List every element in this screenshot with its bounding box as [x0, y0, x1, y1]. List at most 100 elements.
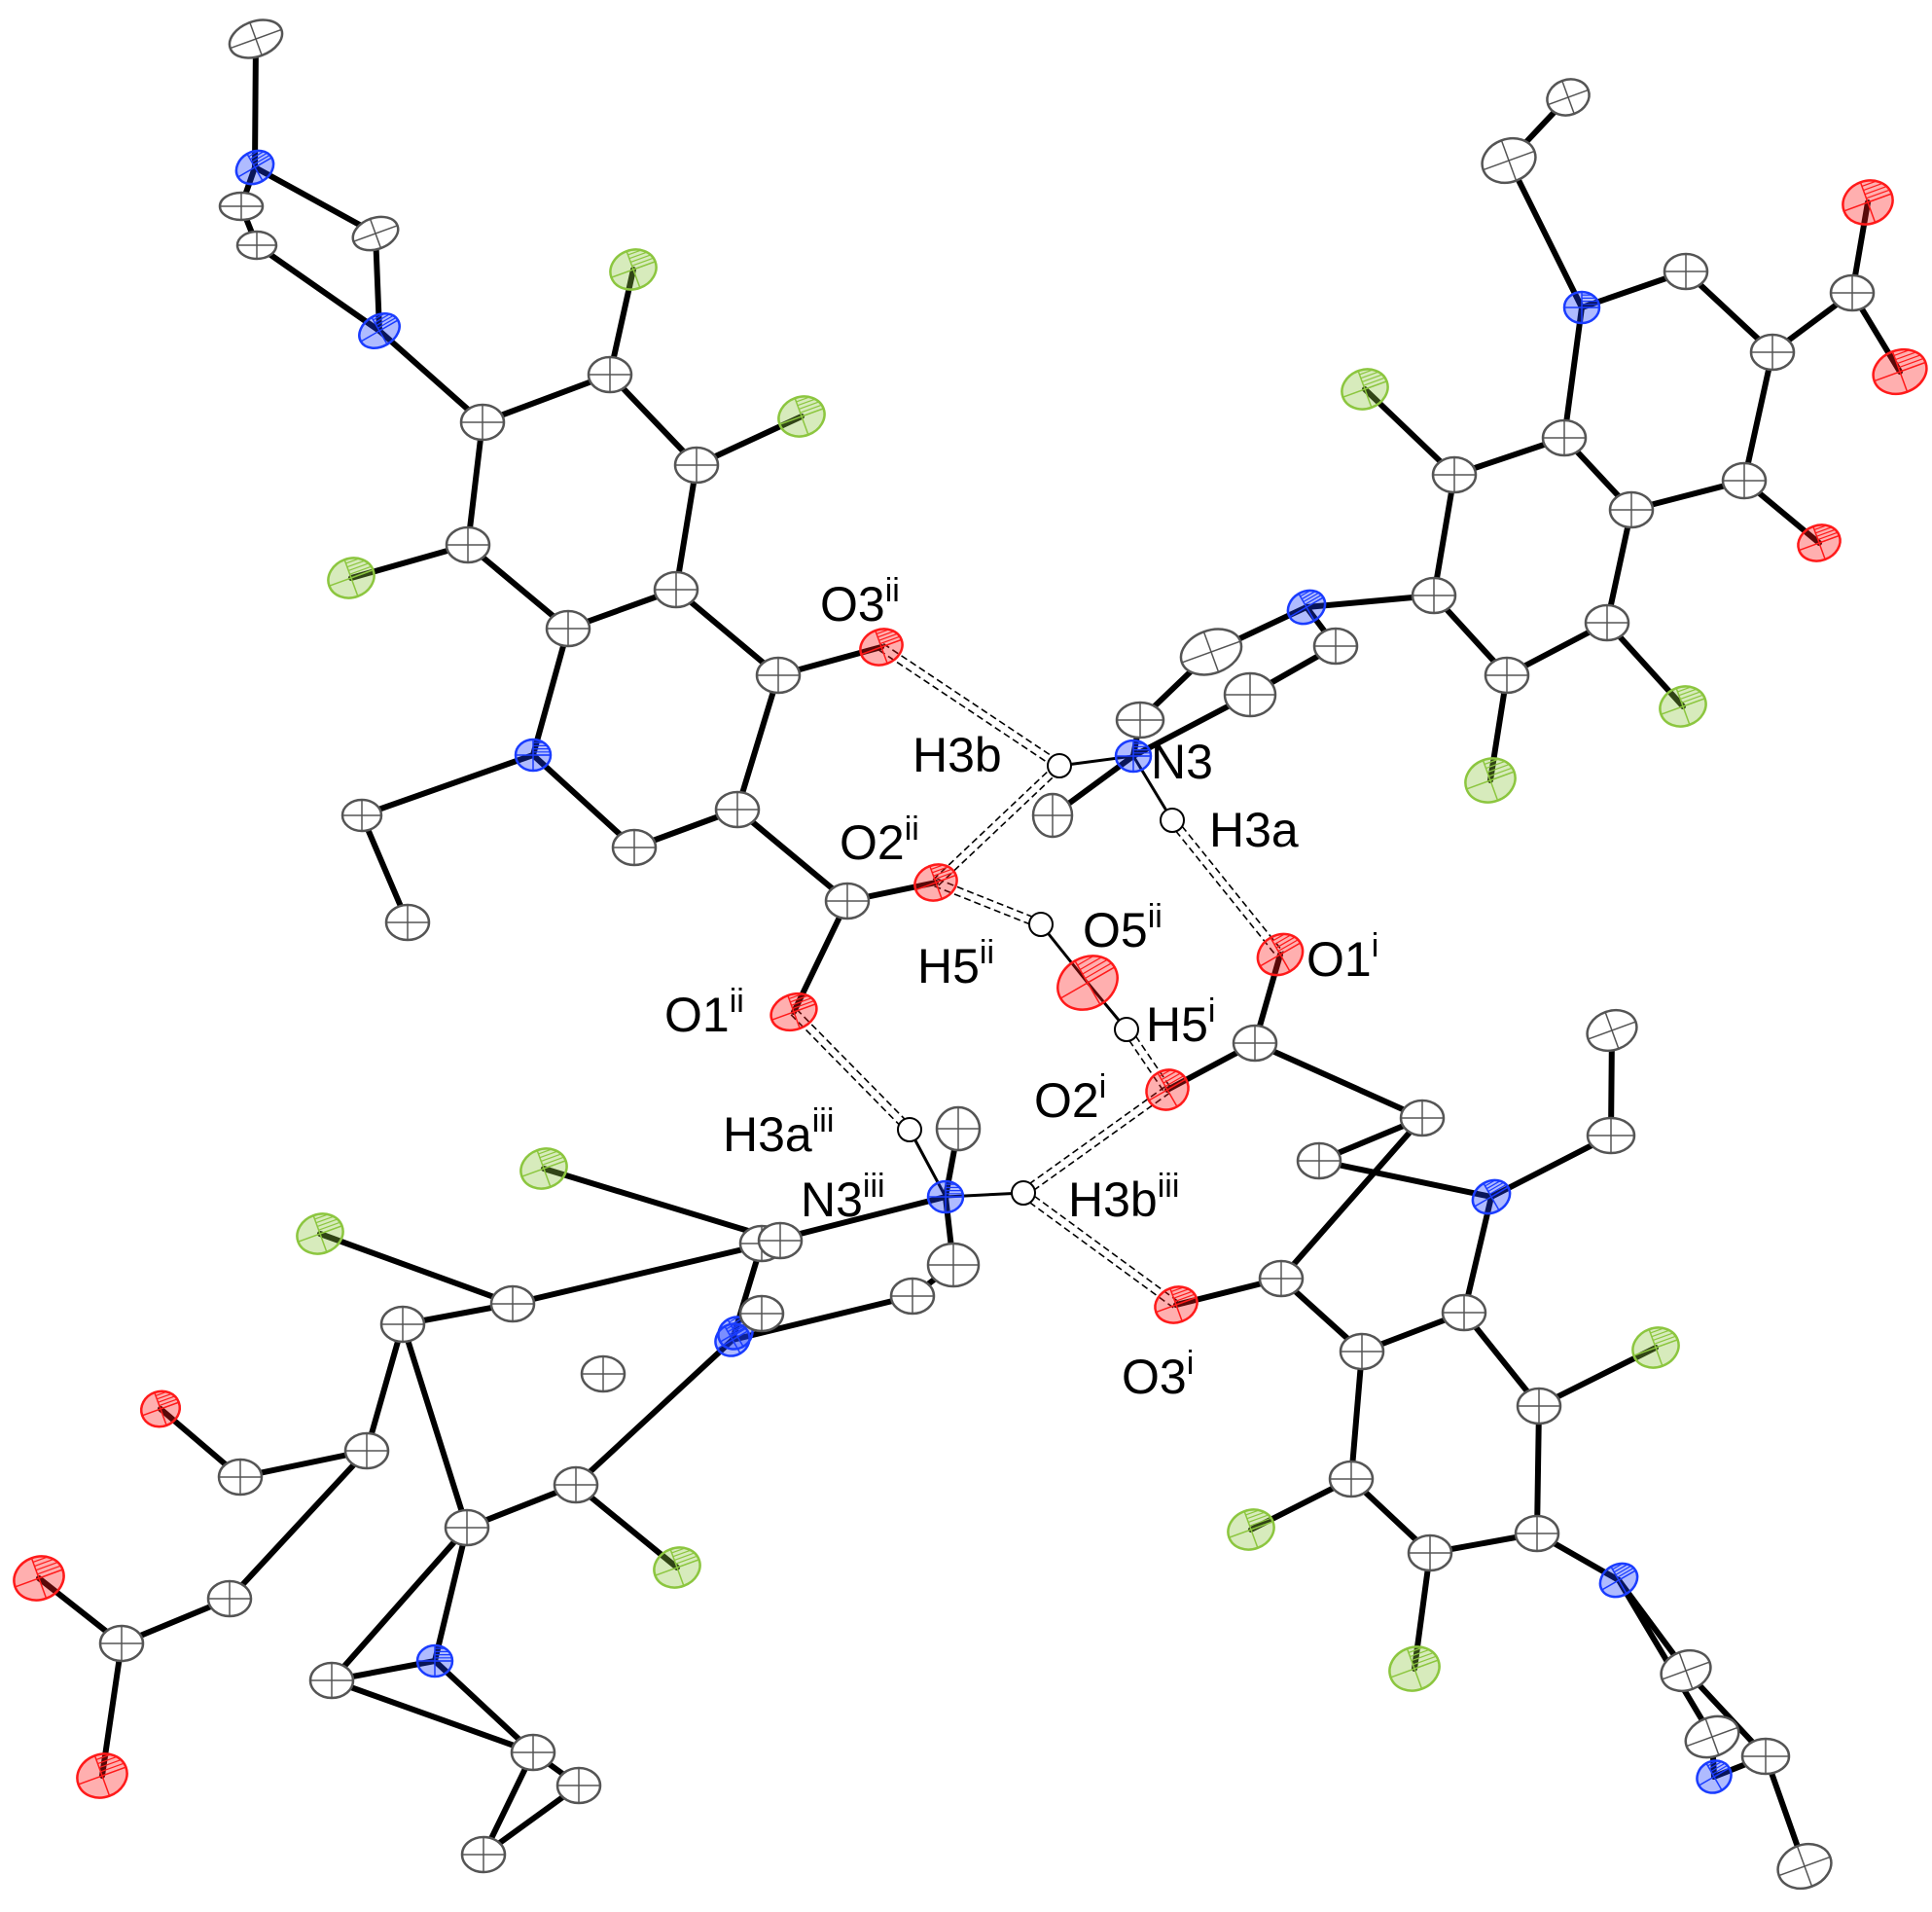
atom-c4: [1296, 1141, 1342, 1180]
label-h3b: H3b: [912, 728, 1002, 782]
bond-a14-a16: [673, 587, 781, 678]
bond-a10-a14: [673, 462, 699, 593]
atom-a9: [777, 395, 826, 438]
atom-b4: [1663, 252, 1709, 291]
bond-a19-a24: [734, 807, 850, 904]
atom-c18: [1328, 1460, 1375, 1498]
bond-d11-d17: [329, 1525, 470, 1683]
bond-b10-b12: [1741, 349, 1775, 484]
bond-a5-a6: [254, 242, 382, 334]
atom-a17: [545, 609, 591, 648]
atom-b18: [1179, 628, 1243, 676]
label-h3b-iii: H3biii: [1068, 1168, 1179, 1227]
atom-b7: [1872, 347, 1928, 396]
bond-b11-b16: [1431, 472, 1457, 598]
atom-c12: [738, 1294, 785, 1333]
atom-c6: [1586, 1116, 1636, 1155]
atom-a23: [913, 863, 958, 902]
bond-d10-d13: [573, 1482, 680, 1570]
label-h3a-iii: H3aiii: [723, 1102, 834, 1162]
atom-b19: [1223, 671, 1277, 718]
label-n3-iii: N3iii: [801, 1168, 885, 1227]
atom-c20: [1407, 1533, 1453, 1572]
label-h3a: H3a: [1209, 803, 1299, 857]
atom-h5i: [1114, 1017, 1139, 1042]
atom-d13: [653, 1546, 701, 1589]
hbond-a23-h3b: [932, 762, 1063, 886]
atom-a15: [859, 628, 904, 667]
hbond-h3a-o1i: [1168, 816, 1284, 958]
hbond-a15-h3b: [878, 643, 1062, 770]
atom-a12: [445, 525, 491, 564]
atom-a10: [673, 446, 720, 485]
atom-c25: [1684, 1714, 1740, 1759]
atom-d1: [519, 1147, 568, 1190]
atom-a16: [755, 656, 802, 695]
atom-a4: [351, 215, 400, 252]
atom-c14: [1441, 1293, 1487, 1332]
atom-b6: [1829, 273, 1876, 312]
atom-a8: [587, 355, 633, 394]
atom-b17: [1312, 627, 1359, 666]
bond-d6-d10: [573, 1337, 735, 1488]
hydrogen-bonds: [790, 643, 1284, 1309]
bond-a12-a17: [465, 542, 571, 631]
bond-c14-c5: [1461, 1194, 1494, 1316]
label-o2-i: O2i: [1034, 1068, 1106, 1128]
atom-a20: [611, 828, 658, 867]
atom-c3: [1399, 1099, 1446, 1137]
bond-b2-b3: [1506, 158, 1585, 310]
atom-a24: [824, 882, 871, 920]
atom-h3b: [1047, 753, 1072, 778]
atom-c17: [1516, 1387, 1562, 1425]
atom-d14: [206, 1579, 253, 1618]
atom-c5: [1471, 1178, 1512, 1215]
atom-c27: [1740, 1737, 1791, 1776]
atom-d18: [415, 1643, 454, 1678]
atom-c7: [935, 1105, 982, 1152]
atom-b5: [1842, 179, 1894, 226]
bond-a18-a17: [530, 626, 571, 758]
label-o1-ii: O1ii: [664, 983, 744, 1042]
atom-b21: [1484, 656, 1530, 695]
atom-a11: [459, 403, 506, 442]
atom-d16: [98, 1624, 145, 1663]
atom-b3: [1562, 290, 1601, 325]
atom-d5: [379, 1305, 426, 1344]
bond-a8-a10: [607, 372, 699, 468]
hbond-a25-h3aiii: [790, 1008, 913, 1134]
atom-b20: [1584, 603, 1630, 642]
bond-c10-d6: [730, 1293, 915, 1343]
atom-b25: [1031, 792, 1074, 839]
atom-c16: [1631, 1326, 1680, 1369]
bond-c18-c15: [1348, 1349, 1365, 1482]
atom-d15: [13, 1555, 65, 1602]
atom-b10: [1749, 333, 1796, 372]
atom-a7: [609, 248, 658, 291]
atom-c1: [1232, 1024, 1278, 1063]
atom-h3aiii: [897, 1117, 922, 1142]
label-o1-i: O1i: [1306, 927, 1378, 987]
atom-a18: [514, 738, 553, 773]
atom-b1: [1546, 78, 1591, 117]
bond-d8-d14: [227, 1448, 370, 1602]
atom-d20: [76, 1752, 128, 1799]
bond-c17-c21: [1534, 1403, 1542, 1536]
atom-d10: [553, 1465, 599, 1504]
atom-d19: [510, 1733, 556, 1772]
bond-d4-d2: [317, 1231, 516, 1307]
atom-c22: [1598, 1562, 1639, 1599]
label-o2-ii: O2ii: [840, 811, 919, 870]
atom-b15: [1286, 589, 1327, 626]
bond-b9-b3: [1561, 305, 1585, 441]
atom-c24: [1660, 1648, 1712, 1693]
atom-d4: [489, 1284, 536, 1323]
atom-d9: [139, 1389, 182, 1428]
atom-n3iii: [926, 1179, 965, 1214]
label-o5-ii: O5ii: [1083, 898, 1163, 957]
bond-d17-d19: [329, 1678, 536, 1755]
hbond-o2i-h3biii: [1020, 1086, 1170, 1197]
atom-c10: [889, 1277, 936, 1316]
atom-d21: [555, 1766, 602, 1805]
